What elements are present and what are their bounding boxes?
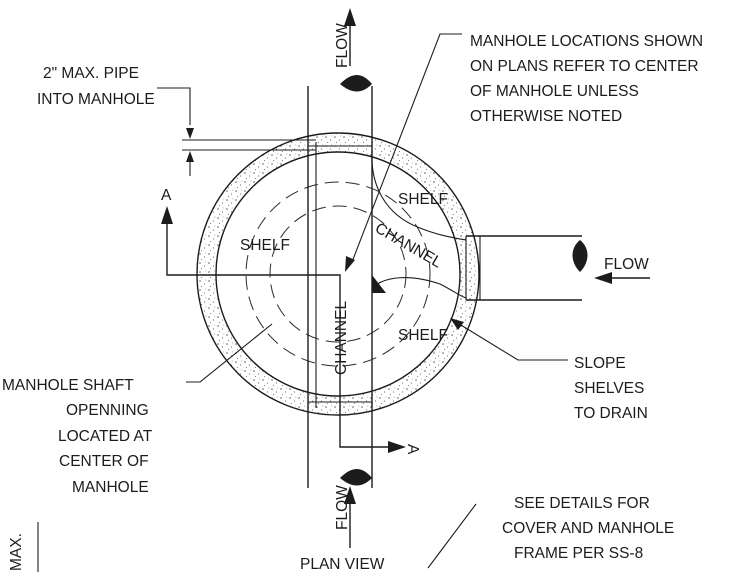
section-line-a-a — [161, 206, 406, 453]
plan-view-title: PLAN VIEW — [300, 556, 385, 572]
shaft-note-line-2: OPENNING — [66, 402, 149, 419]
leader-slope — [450, 318, 568, 361]
pipe-cut-right — [572, 240, 588, 272]
shelf-label-left: SHELF — [240, 237, 290, 254]
manhole-inner-wall — [215, 151, 461, 397]
channel-label-curved: CHANNEL — [372, 220, 445, 272]
pipe-note-line-2: INTO MANHOLE — [37, 91, 155, 108]
details-note-line-1: SEE DETAILS FOR — [514, 495, 650, 512]
flow-arrow-bottom — [344, 486, 356, 548]
flow-label-right: FLOW — [604, 256, 649, 273]
section-a-label-bottom: A — [404, 444, 421, 455]
pipe-cut-bottom — [340, 469, 372, 486]
flow-label-top: FLOW — [334, 23, 351, 68]
details-note-line-3: FRAME PER SS-8 — [514, 545, 643, 562]
edge-fragment-text: MAX. — [8, 533, 25, 571]
pipe-note-line-1: 2" MAX. PIPE — [43, 65, 139, 82]
shelf-label-top-right: SHELF — [398, 191, 448, 208]
channel-flow-arrowhead — [372, 275, 386, 293]
slope-note-line-3: TO DRAIN — [574, 405, 648, 422]
channel-curve-lower — [371, 277, 467, 299]
location-note-line-1: MANHOLE LOCATIONS SHOWN — [470, 33, 703, 50]
leader-shaft — [186, 323, 273, 383]
flow-label-bottom: FLOW — [334, 485, 351, 530]
details-note-line-2: COVER AND MANHOLE — [502, 520, 674, 537]
location-note-line-4: OTHERWISE NOTED — [470, 108, 622, 125]
shaft-note-line-1: MANHOLE SHAFT — [2, 377, 134, 394]
location-note-line-3: OF MANHOLE UNLESS — [470, 83, 639, 100]
shaft-opening-circle-inner — [269, 205, 407, 343]
flow-arrow-top — [344, 8, 356, 66]
leader-details — [427, 503, 477, 569]
pipe-cut-top — [340, 75, 372, 92]
manhole-outer-wall — [196, 132, 480, 416]
right-pipe — [465, 235, 582, 301]
shaft-note-line-3: LOCATED AT — [58, 428, 153, 445]
channel-label-vertical: CHANNEL — [333, 301, 350, 375]
leader-location — [345, 33, 462, 272]
location-note-line-2: ON PLANS REFER TO CENTER — [470, 58, 699, 75]
shaft-note-line-4: CENTER OF — [59, 453, 149, 470]
section-a-label-top: A — [161, 187, 172, 204]
pipe-dimension — [157, 87, 316, 176]
flow-arrow-right — [594, 272, 650, 284]
slope-note-line-2: SHELVES — [574, 380, 644, 397]
shaft-note-line-5: MANHOLE — [72, 479, 149, 496]
shaft-opening-circle-outer — [245, 181, 431, 367]
slope-note-line-1: SLOPE — [574, 355, 626, 372]
channel-curve-upper — [371, 149, 467, 241]
shelf-label-bottom-right: SHELF — [398, 327, 448, 344]
